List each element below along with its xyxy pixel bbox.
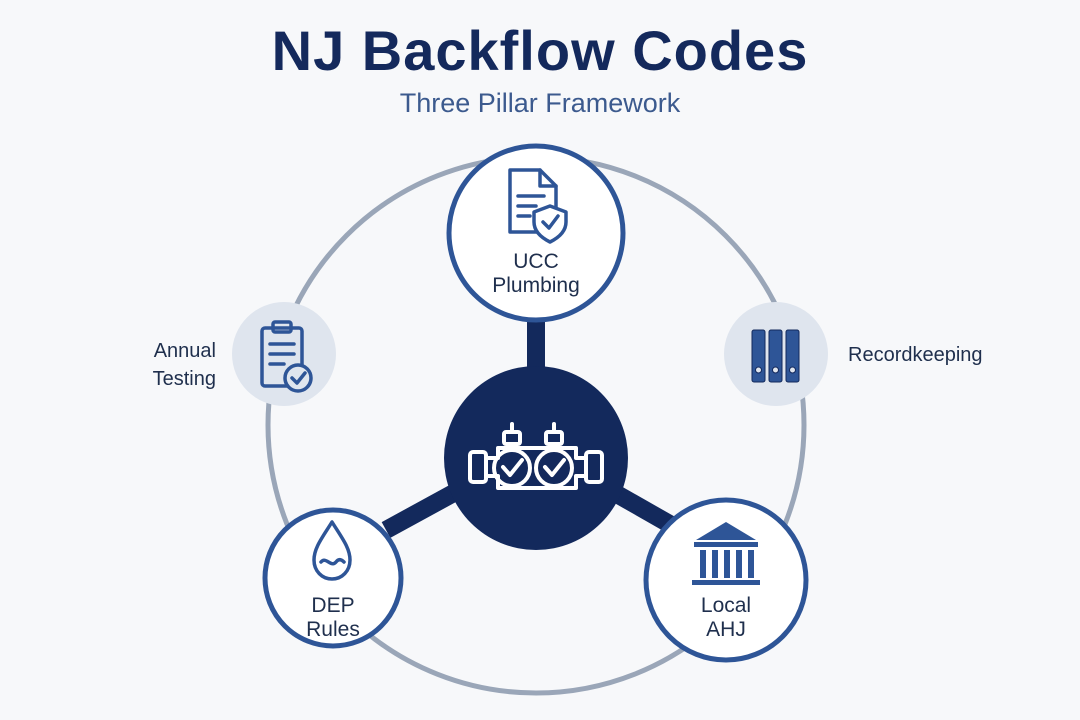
pillar-ahj-label-line1: Local: [701, 594, 751, 617]
satellite-annual-testing: Annual Testing: [153, 302, 336, 406]
pillar-ahj-label-line2: AHJ: [706, 618, 746, 641]
satellite-recordkeeping: Recordkeeping: [724, 302, 983, 406]
pillar-ucc-label-line1: UCC: [513, 250, 559, 273]
hub-node: [444, 366, 628, 550]
binders-icon: [751, 329, 800, 383]
page-title: NJ Backflow Codes: [271, 19, 809, 82]
water-drop-icon: [312, 520, 352, 581]
government-building-icon: [692, 522, 760, 585]
satellite-testing-label-line1: Annual: [154, 340, 216, 362]
pillar-dep-label-line2: Rules: [306, 618, 360, 641]
pillar-ucc-plumbing: UCC Plumbing: [446, 143, 626, 323]
satellite-records-label: Recordkeeping: [848, 344, 983, 366]
page-subtitle: Three Pillar Framework: [399, 88, 681, 118]
clipboard-check-icon: [260, 320, 313, 393]
pillar-ucc-label-line2: Plumbing: [492, 274, 580, 297]
backflow-preventer-valves-icon: [468, 422, 604, 490]
satellite-testing-label-line2: Testing: [153, 368, 216, 390]
pillar-local-ahj: Local AHJ: [643, 497, 809, 663]
document-shield-icon: [508, 168, 568, 244]
pillar-dep-rules: DEP Rules: [262, 507, 404, 649]
pillar-dep-label-line1: DEP: [311, 594, 354, 617]
